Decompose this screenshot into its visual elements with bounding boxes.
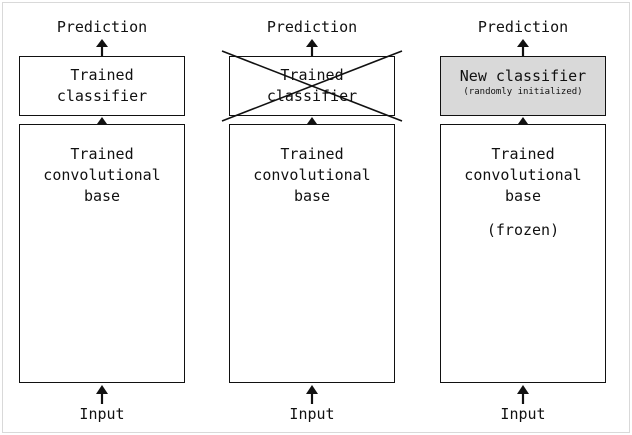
convolutional-base-box: Trained convolutional base [229, 124, 395, 383]
classifier-label: Trained classifier [56, 66, 148, 105]
base-label: Trained convolutional base [464, 145, 582, 205]
up-arrow-icon [96, 385, 108, 404]
up-arrow-icon [517, 39, 529, 56]
up-arrow-icon [96, 39, 108, 56]
new-classifier-subtext: (randomly initialized) [463, 87, 583, 97]
frozen-convolutional-base-box: Trained convolutional base (frozen) [440, 124, 606, 383]
base-label: Trained convolutional base [253, 145, 371, 205]
new-classifier-label: New classifier [459, 67, 587, 85]
up-arrow-icon [306, 39, 318, 56]
trained-classifier-box-removed: Trained classifier [221, 50, 403, 122]
input-label: Input [79, 405, 125, 423]
new-classifier-box: New classifier (randomly initialized) [440, 56, 606, 116]
prediction-label: Prediction [266, 18, 358, 36]
input-label: Input [289, 405, 335, 423]
column-original-model: Prediction Trained classifier Trained co… [19, 0, 185, 435]
up-arrow-icon [97, 117, 107, 124]
base-label: Trained convolutional base [43, 145, 161, 205]
trained-classifier-box: Trained classifier [19, 56, 185, 116]
up-arrow-icon [307, 117, 317, 124]
convolutional-base-box: Trained convolutional base [19, 124, 185, 383]
column-new-classifier: Prediction New classifier (randomly init… [440, 0, 606, 435]
cross-out-icon [221, 50, 403, 122]
up-arrow-icon [306, 385, 318, 404]
up-arrow-icon [518, 117, 528, 124]
input-label: Input [500, 405, 546, 423]
prediction-label: Prediction [56, 18, 148, 36]
prediction-label: Prediction [477, 18, 569, 36]
up-arrow-icon [517, 385, 529, 404]
column-classifier-removed: Prediction Trained classifier Trained co… [221, 0, 403, 435]
frozen-note: (frozen) [486, 221, 560, 239]
